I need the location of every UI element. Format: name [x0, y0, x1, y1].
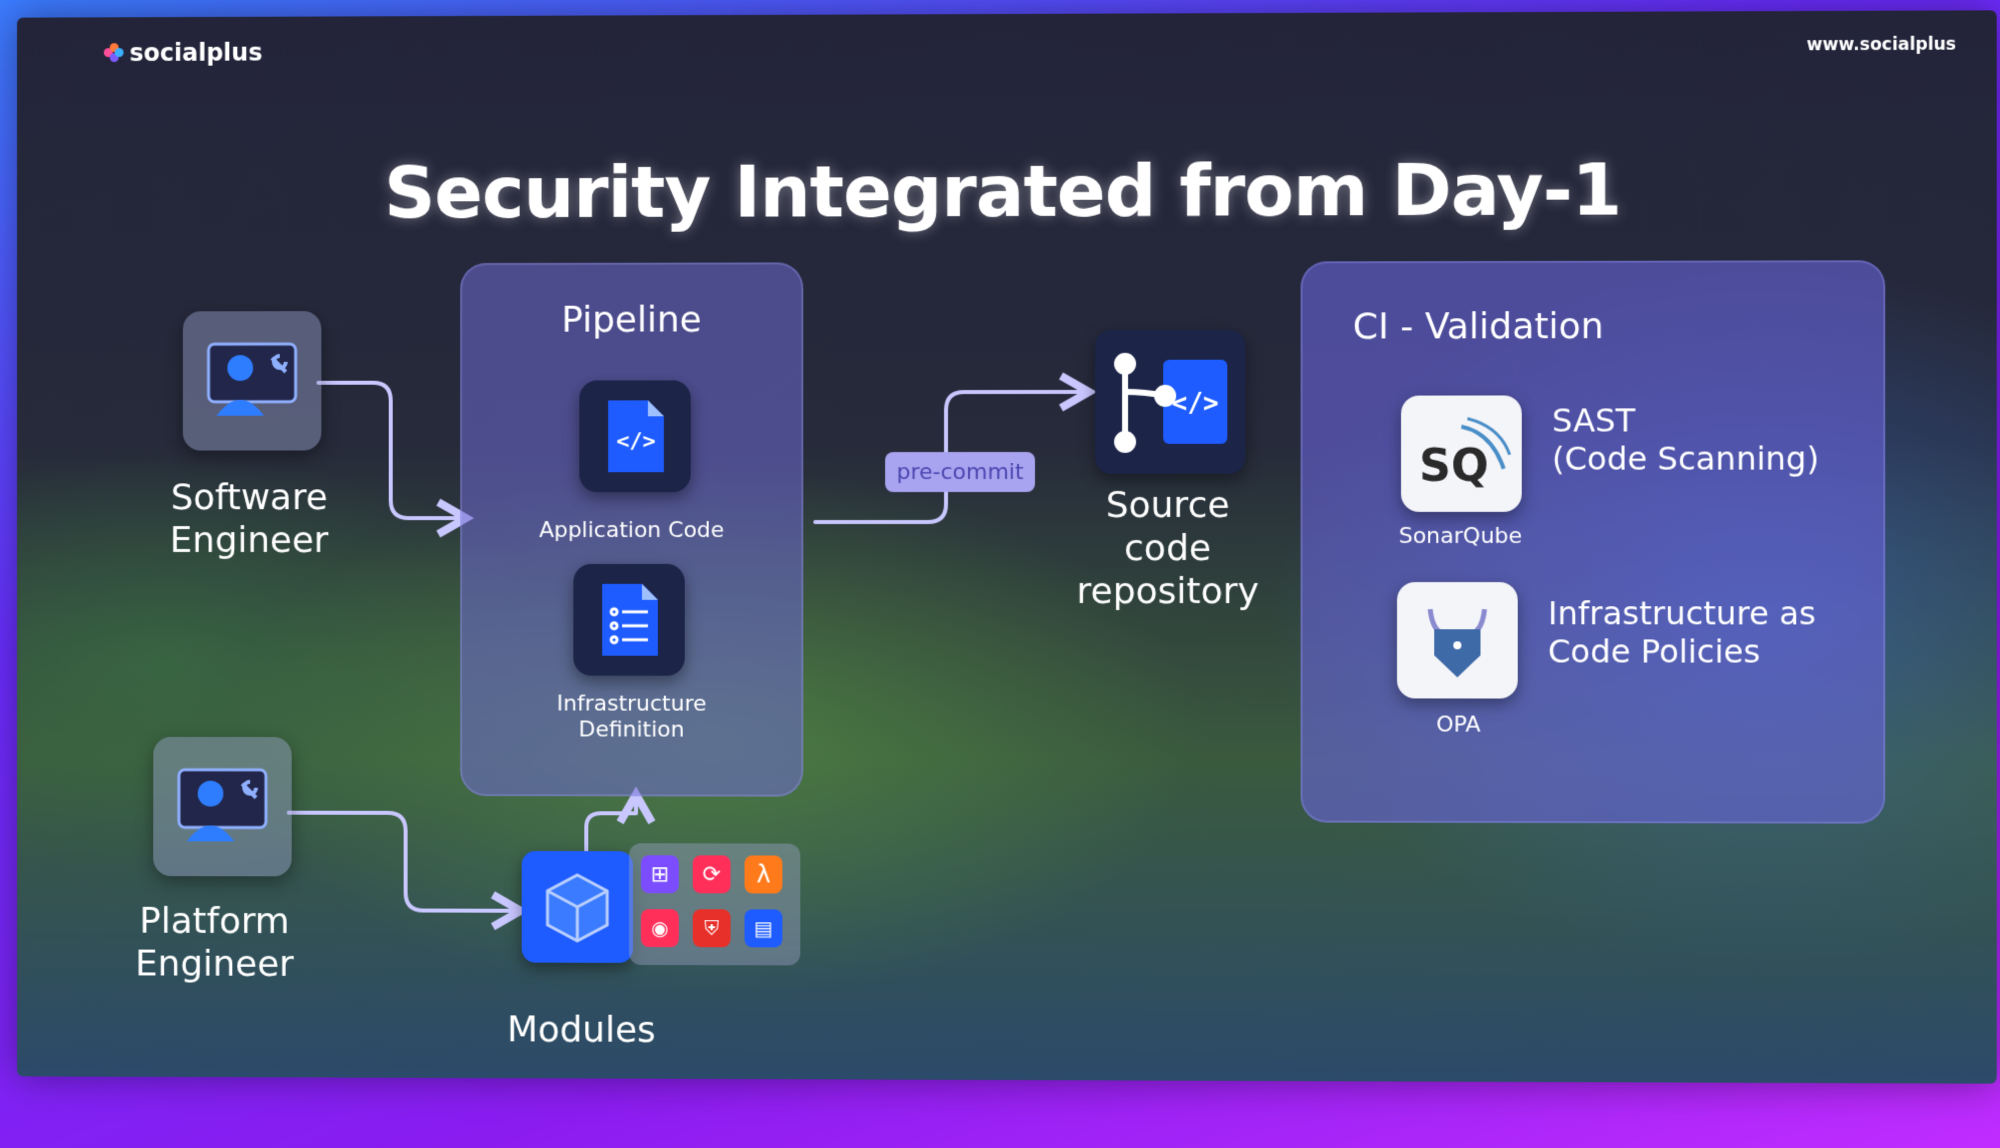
arrow-platform-to-modules	[289, 813, 517, 911]
header-url: www.socialplus	[1807, 35, 1957, 56]
software-engineer-icon	[183, 311, 322, 450]
pipeline-item-application-code: Application Code	[460, 518, 803, 544]
page-title: Security Integrated from Day-1	[17, 146, 1997, 235]
socialplus-logo-icon	[104, 43, 124, 63]
document-icon: ▤	[745, 909, 783, 947]
eye-icon: ◉	[641, 909, 679, 947]
slide: socialplus www.socialplus Security Integ…	[17, 10, 1997, 1083]
software-engineer-label: Software Engineer	[126, 476, 373, 562]
pipeline-heading: Pipeline	[460, 298, 803, 342]
pipeline-card: Pipeline </> Application Code Infrastruc…	[460, 262, 803, 796]
sonarqube-label: SonarQube	[1375, 524, 1546, 550]
sast-description: SAST (Code Scanning)	[1552, 401, 1819, 478]
brand: socialplus	[104, 39, 263, 67]
shield-icon: ⛨	[693, 909, 731, 947]
precommit-badge: pre-commit	[885, 452, 1035, 492]
platform-engineer-icon	[153, 737, 291, 876]
sync-icon: ⟳	[693, 855, 731, 893]
module-cube-icon	[522, 851, 633, 963]
pipeline-item-infrastructure-definition: Infrastructure Definition	[460, 691, 803, 744]
module-providers-panel: ⊞ ⟳ λ ◉ ⛨ ▤	[629, 843, 800, 965]
sonarqube-logo-text: SQ	[1419, 440, 1488, 491]
arrow-modules-to-pipeline	[586, 798, 636, 851]
platform-engineer-label: Platform Engineer	[91, 900, 338, 987]
svg-text:</>: </>	[1172, 389, 1219, 419]
opa-label: OPA	[1383, 712, 1534, 739]
ci-validation-card: CI - Validation SQ SonarQube SAST (Code …	[1301, 260, 1886, 823]
opa-icon	[1397, 582, 1518, 698]
svg-text:</>: </>	[616, 429, 656, 454]
lambda-icon: λ	[745, 855, 783, 893]
git-branch-code-icon: </>	[1095, 330, 1245, 474]
terraform-icon: ⊞	[641, 855, 679, 893]
modules-label: Modules	[482, 1008, 681, 1052]
brand-name: socialplus	[130, 39, 263, 67]
repository-label: Source code repository	[1040, 484, 1296, 614]
iac-policies-description: Infrastructure as Code Policies	[1548, 594, 1816, 671]
code-file-icon: </>	[579, 380, 690, 492]
ci-heading: CI - Validation	[1353, 305, 1604, 349]
list-file-icon	[573, 564, 684, 676]
sonarqube-icon: SQ	[1401, 395, 1522, 511]
